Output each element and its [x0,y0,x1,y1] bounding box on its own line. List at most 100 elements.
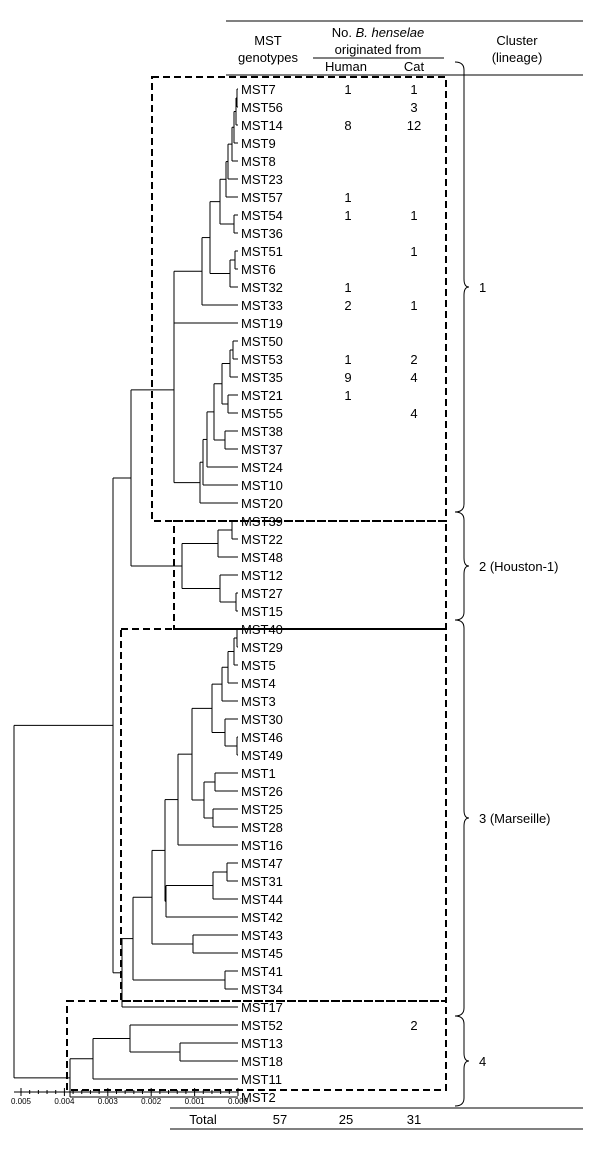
header-count-line2: originated from [335,42,422,57]
header-cluster-line2: (lineage) [492,50,543,65]
cat-count: 3 [410,100,417,115]
genotype-row: MST12 [241,568,283,583]
cluster-4-box [66,1000,447,1091]
cluster-label: 4 [479,1054,486,1069]
genotype-row: MST15 [241,604,283,619]
genotype-row: MST30 [241,712,283,727]
genotype-row: MST8 [241,154,276,169]
genotype-row: MST1 [241,766,276,781]
genotype-label: MST43 [241,928,283,943]
genotype-row: MST51 1 [241,244,418,259]
total-human: 25 [339,1112,353,1127]
total-cat: 31 [407,1112,421,1127]
human-count: 1 [344,352,351,367]
genotype-row: MST34 [241,982,283,997]
cluster-label: 2 (Houston-1) [479,559,558,574]
genotype-label: MST37 [241,442,283,457]
cluster-braces: 12 (Houston-1)3 (Marseille)4 [454,61,558,1107]
genotype-row: MST6 [241,262,276,277]
genotype-label: MST50 [241,334,283,349]
cat-count: 4 [410,406,417,421]
genotype-row: MST46 [241,730,283,745]
genotype-row: MST38 [241,424,283,439]
genotype-label: MST44 [241,892,283,907]
header-count-line1: No. B. henselae [332,25,425,40]
genotype-label: MST8 [241,154,276,169]
genotype-row: MST22 [241,532,283,547]
genotype-label: MST19 [241,316,283,331]
genotype-label: MST51 [241,244,283,259]
genotype-label: MST46 [241,730,283,745]
human-count: 2 [344,298,351,313]
genotype-label: MST15 [241,604,283,619]
cluster-boxes [66,76,447,1091]
genotype-label: MST55 [241,406,283,421]
genotype-row: MST10 [241,478,283,493]
cat-count: 1 [410,298,417,313]
genotype-row: MST16 [241,838,283,853]
cat-count: 4 [410,370,417,385]
genotype-row: MST48 [241,550,283,565]
total-label: Total [189,1112,217,1127]
genotype-row: MST37 [241,442,283,457]
genotype-label: MST28 [241,820,283,835]
genotype-label: MST27 [241,586,283,601]
genotype-label: MST7 [241,82,276,97]
genotype-row: MST42 [241,910,283,925]
genotype-row: MST9 [241,136,276,151]
genotype-label: MST53 [241,352,283,367]
cat-count: 2 [410,1018,417,1033]
scale-tick-label: 0.004 [54,1097,75,1106]
genotype-label: MST20 [241,496,283,511]
genotype-row: MST44 [241,892,283,907]
genotype-label: MST23 [241,172,283,187]
human-count: 1 [344,190,351,205]
genotype-row: MST18 [241,1054,283,1069]
total-genotypes: 57 [273,1112,287,1127]
human-count: 9 [344,370,351,385]
genotype-row: MST25 [241,802,283,817]
genotype-label: MST34 [241,982,283,997]
genotype-label: MST25 [241,802,283,817]
genotype-row: MST2 [241,1090,276,1105]
genotype-label: MST30 [241,712,283,727]
cat-count: 12 [407,118,421,133]
table-header: MST genotypes No. B. henselae originated… [226,20,583,76]
human-count: 1 [344,82,351,97]
genotype-label: MST39 [241,514,283,529]
scale-tick-label: 0.005 [11,1097,32,1106]
genotype-label: MST1 [241,766,276,781]
genotype-label: MST54 [241,208,283,223]
genotype-label: MST5 [241,658,276,673]
genotype-label: MST17 [241,1000,283,1015]
genotype-label: MST16 [241,838,283,853]
genotype-label: MST24 [241,460,283,475]
cluster-label: 3 (Marseille) [479,811,551,826]
genotype-row: MST19 [241,316,283,331]
header-human: Human [325,59,367,74]
cat-count: 1 [410,244,417,259]
genotype-label: MST10 [241,478,283,493]
genotype-row: MST13 [241,1036,283,1051]
genotype-row: MST55 4 [241,406,418,421]
genotype-label: MST45 [241,946,283,961]
human-count: 1 [344,208,351,223]
genotype-label: MST22 [241,532,283,547]
human-count: 8 [344,118,351,133]
genotype-row: MST36 [241,226,283,241]
genotype-row: MST4 [241,676,276,691]
genotype-label: MST56 [241,100,283,115]
cluster-brace [454,61,470,513]
genotype-label: MST47 [241,856,283,871]
cluster-2-box [173,520,447,630]
header-cluster-line1: Cluster [496,33,538,48]
